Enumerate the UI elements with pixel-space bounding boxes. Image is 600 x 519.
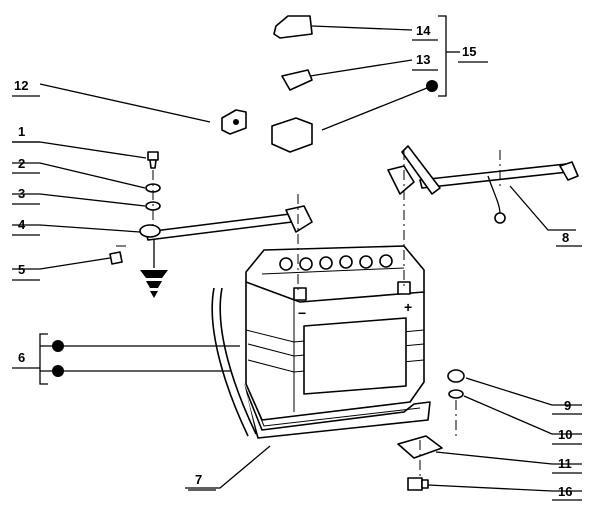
callout-12: 12 — [14, 78, 28, 93]
callout-13: 13 — [416, 52, 430, 67]
bolt-16 — [407, 440, 429, 491]
callout-8: 8 — [562, 230, 569, 245]
bullet-marker-6b — [52, 365, 64, 377]
callout-9: 9 — [564, 398, 571, 413]
callout-4: 4 — [18, 217, 26, 232]
callout-7: 7 — [195, 472, 202, 487]
callout-10: 10 — [558, 427, 572, 442]
callout-14: 14 — [416, 23, 431, 38]
fuse-holder — [271, 117, 313, 153]
group-bracket-6 — [39, 333, 48, 385]
nut-5 — [109, 251, 123, 265]
cell-caps — [279, 254, 393, 271]
positive-terminal-post — [397, 281, 411, 295]
battery: − + — [241, 245, 431, 439]
earth-lead — [116, 194, 313, 290]
callout-15: 15 — [462, 44, 476, 59]
fuse-13 — [281, 69, 313, 91]
label-underlines — [12, 39, 582, 501]
callout-1: 1 — [18, 124, 25, 139]
ground-icon — [140, 240, 168, 298]
breather-tube — [211, 287, 257, 437]
fuse-cover-14 — [273, 15, 313, 39]
nut-9 — [447, 369, 465, 383]
bracket-hole — [233, 119, 239, 125]
callout-6: 6 — [18, 350, 25, 365]
negative-terminal-sign: − — [298, 305, 306, 321]
callout-2: 2 — [18, 156, 25, 171]
bullet-marker-15 — [426, 80, 438, 92]
positive-cable — [387, 145, 579, 290]
bolt-and-washers — [145, 151, 161, 226]
callout-16: 16 — [558, 484, 572, 499]
positive-terminal-sign: + — [404, 299, 412, 315]
callout-labels: 1 2 3 4 5 6 7 8 9 10 11 12 13 14 15 16 — [14, 23, 572, 499]
group-bracket-15 — [438, 15, 460, 97]
negative-terminal-post — [293, 287, 307, 301]
callout-3: 3 — [18, 186, 25, 201]
bullet-marker-6a — [52, 340, 64, 352]
callout-5: 5 — [18, 262, 25, 277]
leader-lines — [12, 25, 582, 492]
washer-10 — [448, 389, 464, 399]
callout-11: 11 — [558, 456, 572, 471]
